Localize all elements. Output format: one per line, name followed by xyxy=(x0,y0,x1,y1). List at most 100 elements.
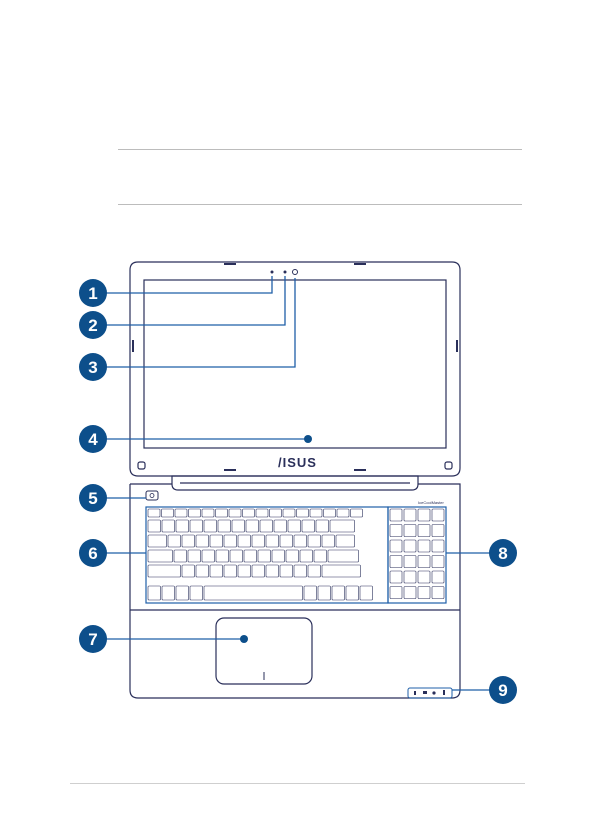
numpad-key-0-2 xyxy=(418,509,430,521)
key-r1-8 xyxy=(260,520,273,532)
key-r4-5 xyxy=(238,565,251,577)
key-r1-10 xyxy=(288,520,301,532)
key-r4-3 xyxy=(210,565,223,577)
numpad-key-0-3 xyxy=(432,509,444,521)
svg-text:2: 2 xyxy=(88,316,97,335)
key-r0-11 xyxy=(297,509,309,517)
key-r2-0 xyxy=(148,535,167,547)
key-r5-9 xyxy=(360,586,373,600)
callout-badge-5: 5 xyxy=(79,484,107,512)
callout-badge-7: 7 xyxy=(79,625,107,653)
callout-badge-6: 6 xyxy=(79,539,107,567)
footer-rule xyxy=(70,783,525,784)
key-r1-2 xyxy=(176,520,189,532)
key-r3-9 xyxy=(286,550,299,562)
numeric-keypad[interactable] xyxy=(388,507,446,603)
svg-text:3: 3 xyxy=(88,358,97,377)
key-r4-6 xyxy=(252,565,265,577)
key-r3-7 xyxy=(258,550,271,562)
key-r3-5 xyxy=(230,550,243,562)
key-r3-11 xyxy=(314,550,327,562)
key-r4-7 xyxy=(266,565,279,577)
key-r4-11 xyxy=(322,565,361,577)
hinge xyxy=(172,476,418,490)
key-r0-14 xyxy=(337,509,349,517)
key-r2-11 xyxy=(308,535,321,547)
key-r4-8 xyxy=(280,565,293,577)
key-r4-4 xyxy=(224,565,237,577)
svg-text:6: 6 xyxy=(88,544,97,563)
key-r5-7 xyxy=(332,586,345,600)
keyboard-keys xyxy=(148,509,444,600)
key-r3-6 xyxy=(244,550,257,562)
key-r5-0 xyxy=(148,586,161,600)
svg-text:4: 4 xyxy=(88,430,98,449)
key-r5-3 xyxy=(190,586,203,600)
camera-indicator-icon xyxy=(284,271,287,274)
key-r4-2 xyxy=(196,565,209,577)
numpad-key-1-2 xyxy=(418,525,430,537)
brand-logo: /ISUS xyxy=(278,455,317,470)
key-r1-11 xyxy=(302,520,315,532)
key-r2-6 xyxy=(238,535,251,547)
numpad-key-3-3 xyxy=(432,556,444,568)
key-r1-4 xyxy=(204,520,217,532)
microphone-icon xyxy=(271,271,274,274)
svg-text:9: 9 xyxy=(498,681,507,700)
key-r1-12 xyxy=(316,520,329,532)
numpad-key-4-1 xyxy=(404,571,416,583)
numpad-key-5-2 xyxy=(418,587,430,599)
camera-icon xyxy=(293,270,298,275)
power-button[interactable] xyxy=(146,491,158,500)
numpad-key-2-2 xyxy=(418,540,430,552)
key-r1-0 xyxy=(148,520,161,532)
key-r4-10 xyxy=(308,565,321,577)
indicator-icons xyxy=(414,690,445,695)
key-r1-5 xyxy=(218,520,231,532)
key-r2-5 xyxy=(224,535,237,547)
key-r2-3 xyxy=(196,535,209,547)
key-r0-5 xyxy=(216,509,228,517)
key-r0-7 xyxy=(243,509,255,517)
key-r1-6 xyxy=(232,520,245,532)
numpad-key-3-1 xyxy=(404,556,416,568)
key-r4-9 xyxy=(294,565,307,577)
key-r3-8 xyxy=(272,550,285,562)
callout-badge-3: 3 xyxy=(79,353,107,381)
callout-badge-2: 2 xyxy=(79,311,107,339)
key-r3-4 xyxy=(216,550,229,562)
key-r0-6 xyxy=(229,509,241,517)
key-r1-7 xyxy=(246,520,259,532)
key-r4-1 xyxy=(182,565,195,577)
key-r2-13 xyxy=(336,535,355,547)
key-r0-2 xyxy=(175,509,187,517)
key-r2-10 xyxy=(294,535,307,547)
svg-text:8: 8 xyxy=(498,544,507,563)
numpad-key-5-0 xyxy=(390,587,402,599)
key-r2-1 xyxy=(168,535,181,547)
key-r1-9 xyxy=(274,520,287,532)
callout-anchor-4 xyxy=(304,435,312,443)
key-r0-3 xyxy=(189,509,201,517)
numpad-key-3-0 xyxy=(390,556,402,568)
tagline-text: IceCoolMaster xyxy=(418,500,444,505)
numpad-key-5-1 xyxy=(404,587,416,599)
key-r4-0 xyxy=(148,565,181,577)
key-r2-8 xyxy=(266,535,279,547)
key-r0-13 xyxy=(324,509,336,517)
key-r5-5 xyxy=(304,586,317,600)
key-r3-3 xyxy=(202,550,215,562)
key-r3-2 xyxy=(188,550,201,562)
svg-text:7: 7 xyxy=(88,630,97,649)
svg-text:1: 1 xyxy=(88,284,97,303)
callout-badge-1: 1 xyxy=(79,279,107,307)
numpad-key-0-1 xyxy=(404,509,416,521)
callout-badge-4: 4 xyxy=(79,425,107,453)
numpad-key-4-3 xyxy=(432,571,444,583)
svg-text:5: 5 xyxy=(88,489,97,508)
key-r3-12 xyxy=(328,550,359,562)
keyboard[interactable] xyxy=(146,507,388,603)
numpad-key-1-0 xyxy=(390,525,402,537)
key-r0-15 xyxy=(351,509,363,517)
numpad-key-0-0 xyxy=(390,509,402,521)
